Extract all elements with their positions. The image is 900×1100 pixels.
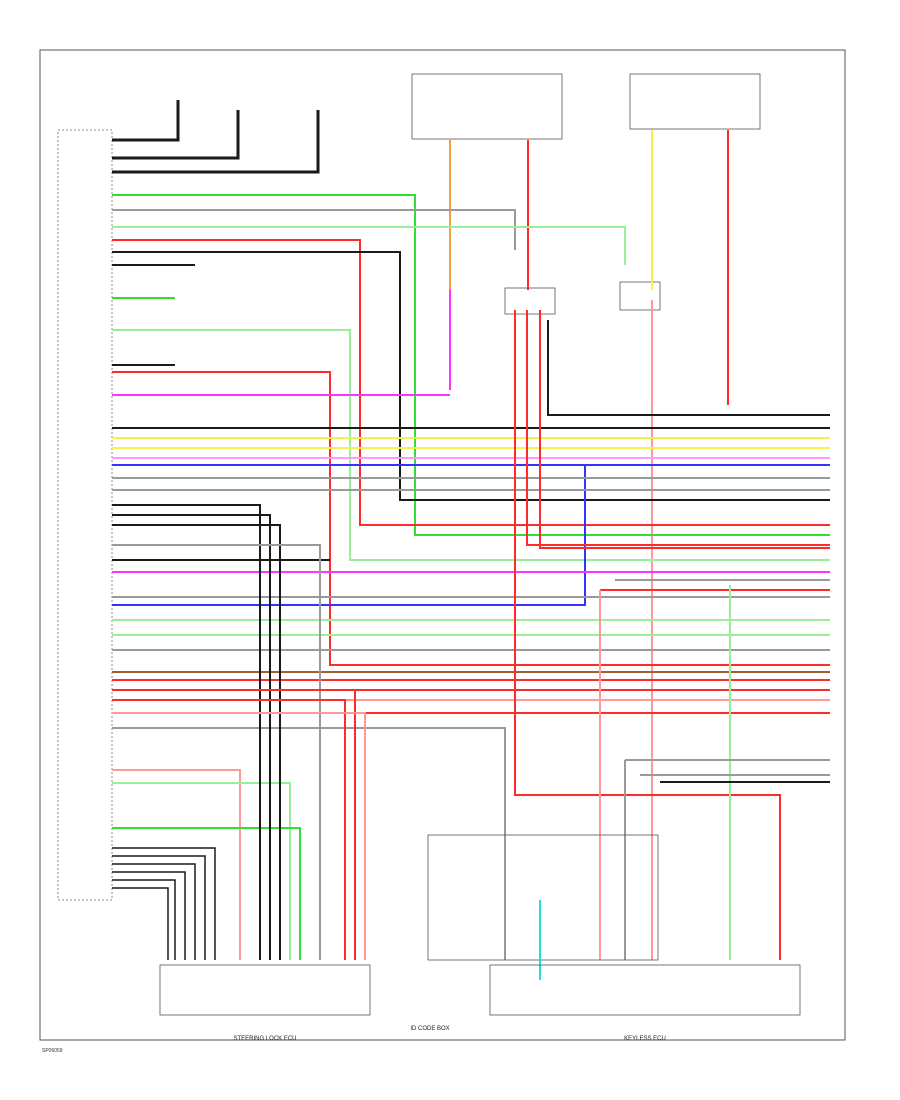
connector-box-right	[489, 964, 801, 1016]
diagram-frame	[39, 49, 846, 1041]
fuse-block-2	[629, 73, 761, 130]
connector-box-left	[159, 964, 371, 1016]
fuse-verticals	[449, 130, 729, 960]
mid-bottom-block	[427, 834, 659, 961]
lower-left-bundle	[112, 847, 216, 960]
fuse-block-1	[411, 73, 563, 140]
bottom-label-left: STEERING LOCK ECU	[233, 1036, 296, 1042]
relay-box-1	[504, 287, 556, 315]
footer-code: SP06059	[42, 1048, 63, 1054]
top-left-sources	[112, 100, 320, 174]
horizontal-wires	[112, 194, 830, 960]
bottom-label-mid: ID CODE BOX	[410, 1026, 449, 1032]
bottom-label-right: KEYLESS ECU	[624, 1036, 666, 1042]
main-ecu-block	[57, 129, 113, 901]
relay-box-2	[619, 281, 661, 311]
